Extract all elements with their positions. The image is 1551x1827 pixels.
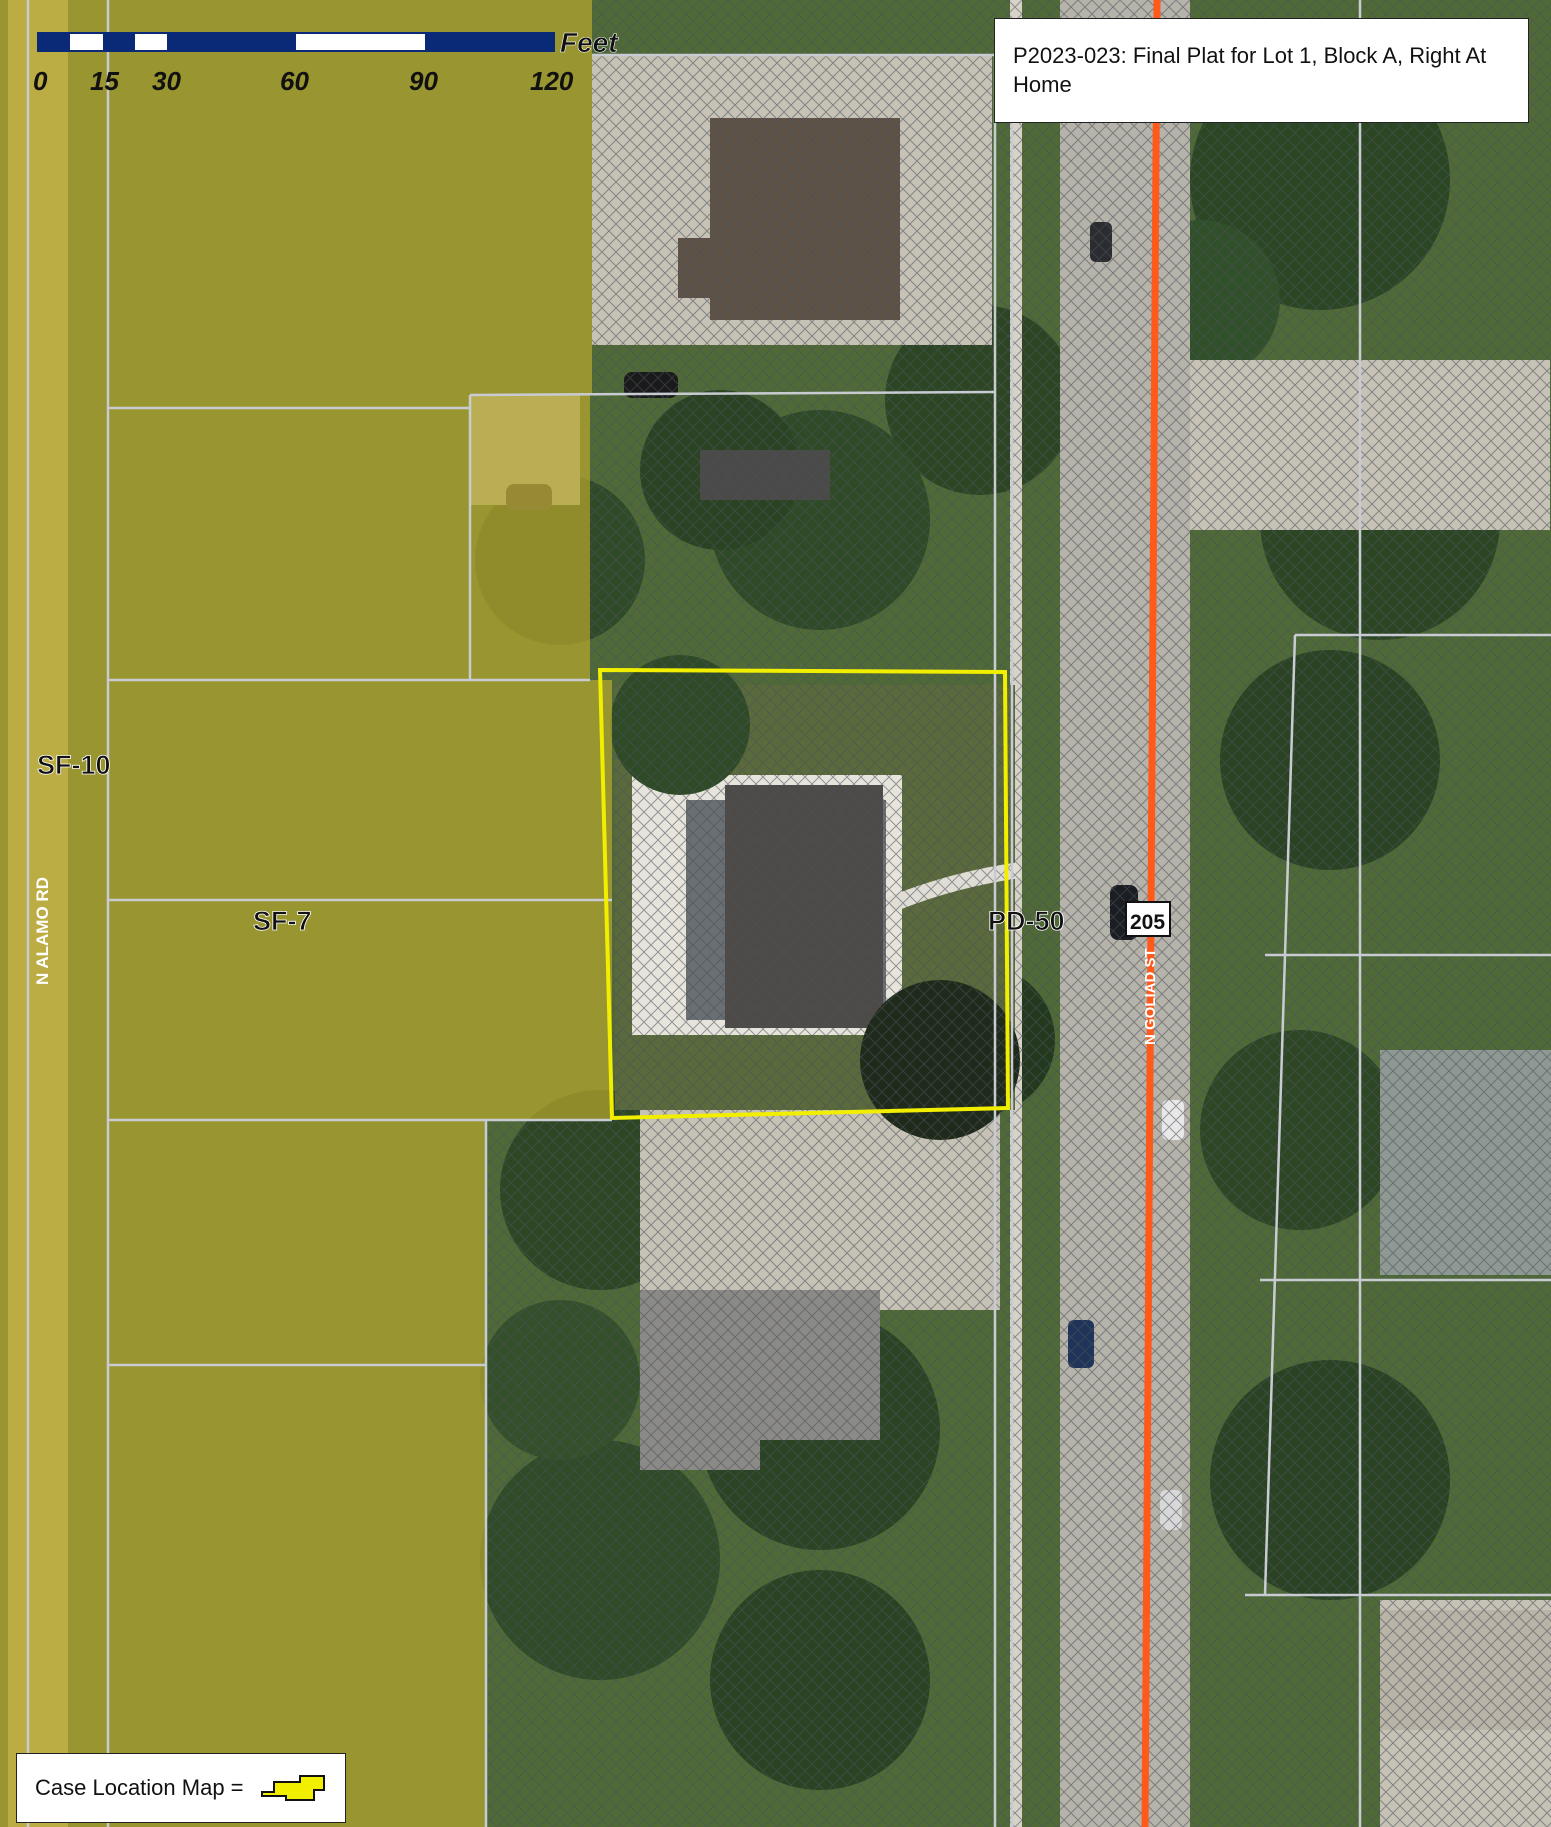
subject-parcel-outline[interactable]	[597, 667, 1011, 1121]
scale-tick-30: 30	[152, 66, 181, 96]
zoning-label-pd50: PD-50	[988, 906, 1065, 936]
map-title: P2023-023: Final Plat for Lot 1, Block A…	[1013, 43, 1487, 97]
street-label-alamo: N ALAMO RD	[33, 877, 52, 985]
highway-shield-number: 205	[1130, 911, 1165, 934]
planned-development-hatch	[486, 0, 1551, 1827]
scale-tick-0: 0	[33, 66, 48, 96]
parcel-lines	[26, 0, 1551, 1827]
scale-tick-15: 15	[90, 66, 119, 96]
legend-box: Case Location Map =	[16, 1753, 346, 1823]
scale-unit-label: Feet	[560, 27, 619, 58]
scale-bar: Feet 0 15 30 60 90 120	[33, 27, 620, 96]
map-title-box: P2023-023: Final Plat for Lot 1, Block A…	[994, 18, 1529, 123]
zoning-label-sf7: SF-7	[253, 906, 312, 936]
scale-tick-60: 60	[280, 66, 309, 96]
highway-shield: 205	[1125, 901, 1171, 937]
single-family-zoning-area	[0, 0, 612, 1827]
scale-tick-120: 120	[530, 66, 574, 96]
case-location-symbol	[260, 1775, 325, 1801]
street-label-goliad: N GOLIAD ST	[1142, 948, 1159, 1045]
legend-label: Case Location Map =	[35, 1775, 244, 1800]
scale-tick-90: 90	[409, 66, 438, 96]
zoning-label-sf10: SF-10	[37, 750, 111, 780]
